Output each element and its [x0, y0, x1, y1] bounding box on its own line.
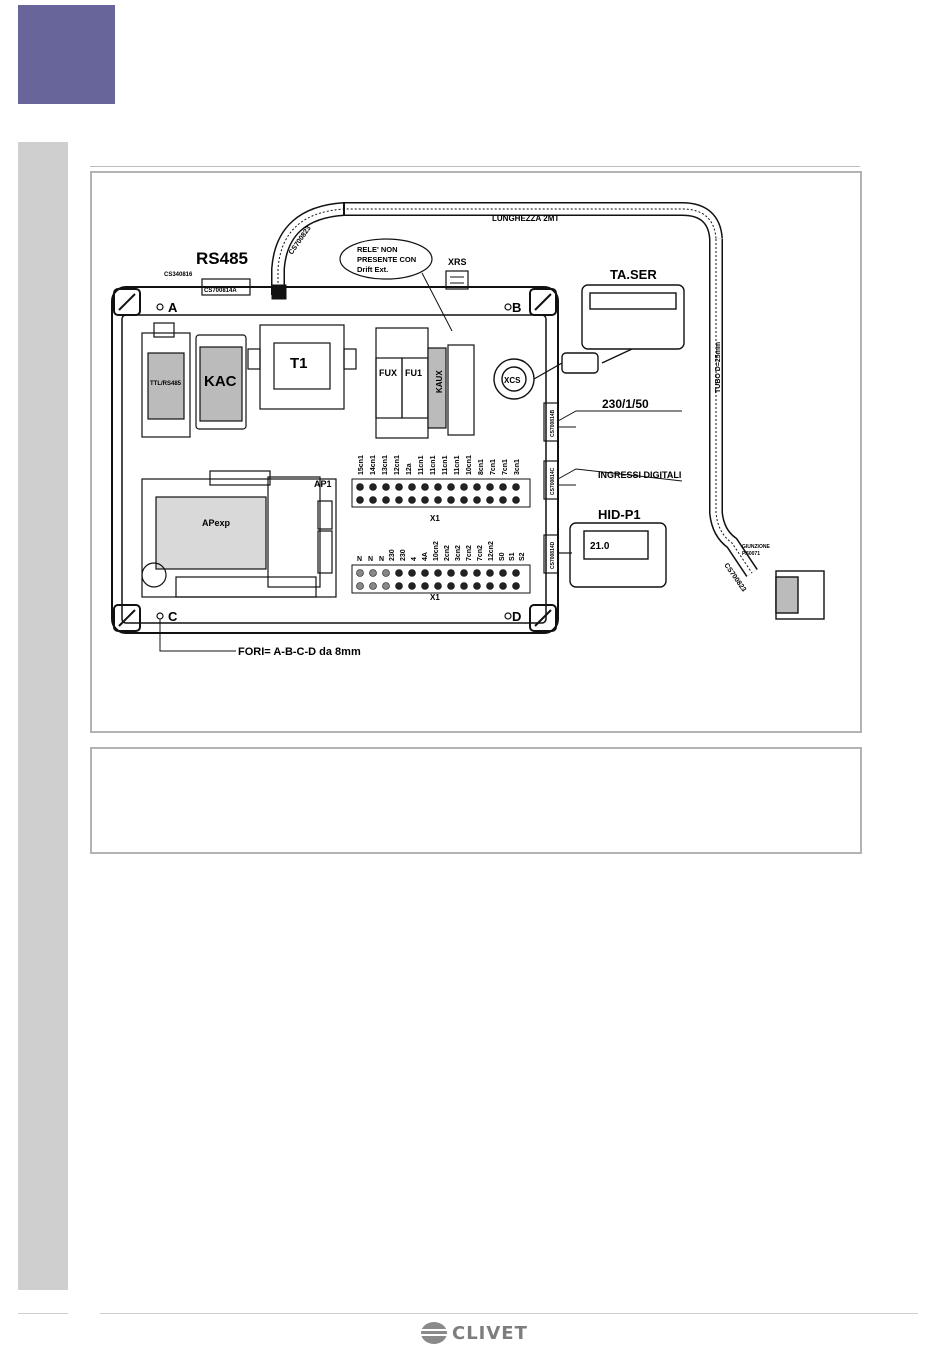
fux-label: FUX — [379, 368, 397, 378]
wiring-diagram: A B C D RS485 CS340816 CS700814A CS70082… — [90, 171, 862, 733]
terminal-label: 7cn1 — [502, 459, 509, 475]
rs485-connector — [201, 278, 251, 296]
relay-note-line1: RELE' NON — [357, 245, 398, 254]
terminal-label: 11cn1 — [442, 455, 449, 475]
brand-logo: CLIVET — [420, 1318, 528, 1348]
xrs-label: XRS — [448, 257, 467, 267]
kaux-label: KAUX — [435, 370, 444, 393]
corner-b-label: B — [512, 300, 521, 315]
terminal-label: 11cn1 — [430, 455, 437, 475]
terminal-label: 12cn2 — [488, 541, 495, 561]
caption-box — [90, 747, 862, 854]
terminal-label: 230 — [400, 549, 407, 561]
transformer-t1 — [247, 324, 357, 410]
xrs-connector — [445, 270, 469, 290]
terminal-label: 7cn2 — [477, 545, 484, 561]
cs340816-label: CS340816 — [164, 272, 193, 278]
tubo-cable — [709, 239, 758, 577]
terminal-label: 8cn1 — [478, 459, 485, 475]
terminal-label: N — [379, 556, 384, 563]
terminal-label: 15cn1 — [358, 455, 365, 475]
footer-rule-left — [18, 1313, 68, 1314]
terminal-label: 12a — [406, 463, 413, 475]
ap1-label: AP1 — [314, 479, 332, 489]
terminal-strip-bottom — [351, 564, 531, 594]
clivet-logo-icon — [421, 1322, 447, 1344]
terminal-label: S1 — [509, 552, 516, 561]
x1-bottom-label: X1 — [430, 593, 440, 602]
terminal-label: 4A — [422, 552, 429, 561]
giunzione-line1: GIUNZIONE — [742, 544, 770, 550]
relay-note — [339, 238, 433, 280]
terminal-label: 230 — [389, 549, 396, 561]
terminal-label: 7cn2 — [466, 545, 473, 561]
corner-c-label: C — [168, 609, 178, 624]
terminal-label: N — [357, 556, 362, 563]
cs700814a-label: CS700814A — [204, 288, 237, 294]
terminal-label: N — [368, 556, 373, 563]
fu1-label: FU1 — [405, 368, 422, 378]
side-band — [18, 142, 68, 1290]
footer-rule — [100, 1313, 918, 1314]
kac-label: KAC — [204, 373, 237, 390]
terminal-label: 14cn1 — [370, 455, 377, 475]
ttl-label: TTL/RS485 — [150, 381, 182, 387]
fuse-block — [375, 327, 475, 439]
ingressi-label: INGRESSI DIGITALI — [598, 470, 681, 480]
x1-top-label: X1 — [430, 514, 440, 523]
kac-relay — [195, 334, 247, 430]
terminal-label: 11cn1 — [418, 455, 425, 475]
corner-a-label: A — [168, 300, 178, 315]
xcs-plug — [561, 352, 599, 374]
terminal-label: S2 — [519, 552, 526, 561]
top-rule — [90, 166, 860, 167]
rs485-label: RS485 — [196, 249, 248, 268]
apexp-label: APexp — [202, 518, 231, 528]
terminal-label: 4 — [411, 557, 418, 561]
terminal-label: 7cn1 — [490, 459, 497, 475]
junction-connector — [775, 570, 825, 620]
gland-label-1: CS700814B — [550, 409, 556, 437]
giunzione-line2: P.50071 — [742, 551, 760, 557]
terminal-label: 12cn1 — [394, 455, 401, 475]
hidp1-display: 21.0 — [590, 541, 610, 552]
terminal-label: 3cn1 — [514, 459, 521, 475]
chapter-tab — [18, 5, 115, 104]
xcs-label: XCS — [504, 376, 521, 385]
terminal-label: S0 — [499, 552, 506, 561]
brand-name: CLIVET — [452, 1322, 528, 1344]
taser-unit — [581, 284, 685, 364]
gland-label-2: CS700814C — [550, 467, 556, 495]
tubo-label: TUBO D=25mm — [715, 342, 722, 393]
terminal-labels-top: 15cn1 14cn1 13cn1 12cn1 12a 11cn1 11cn1 … — [358, 455, 521, 475]
corner-d-label: D — [512, 609, 521, 624]
side-glands — [543, 402, 559, 574]
terminal-label: 10cn1 — [466, 455, 473, 475]
terminal-label: 3cn2 — [455, 545, 462, 561]
gland-label-3: CS700814D — [550, 541, 556, 569]
power-label: 230/1/50 — [602, 397, 649, 411]
hidp1-unit — [569, 522, 667, 588]
terminal-label: 13cn1 — [382, 455, 389, 475]
lunghezza-label: LUNGHEZZA 2MT — [492, 214, 559, 223]
holes-leader — [159, 619, 236, 652]
relay-note-line2: PRESENTE CON — [357, 255, 416, 264]
control-box — [111, 286, 559, 634]
terminal-label: 11cn1 — [454, 455, 461, 475]
mounting-holes — [156, 303, 512, 620]
relay-note-line3: Drift Ext. — [357, 265, 388, 274]
t1-label: T1 — [290, 355, 308, 372]
terminal-labels-bottom: N N N 230 230 4 4A 10cn2 2cn2 3cn2 7cn2 … — [357, 541, 526, 563]
holes-note: FORI= A-B-C-D da 8mm — [238, 646, 361, 658]
ttl-module — [141, 322, 191, 438]
hidp1-label: HID-P1 — [598, 507, 641, 522]
ap-board — [141, 470, 337, 598]
top-cable — [271, 202, 723, 300]
terminal-strip-top — [351, 478, 531, 508]
taser-label: TA.SER — [610, 267, 657, 282]
terminal-label: 10cn2 — [433, 541, 440, 561]
terminal-label: 2cn2 — [444, 545, 451, 561]
